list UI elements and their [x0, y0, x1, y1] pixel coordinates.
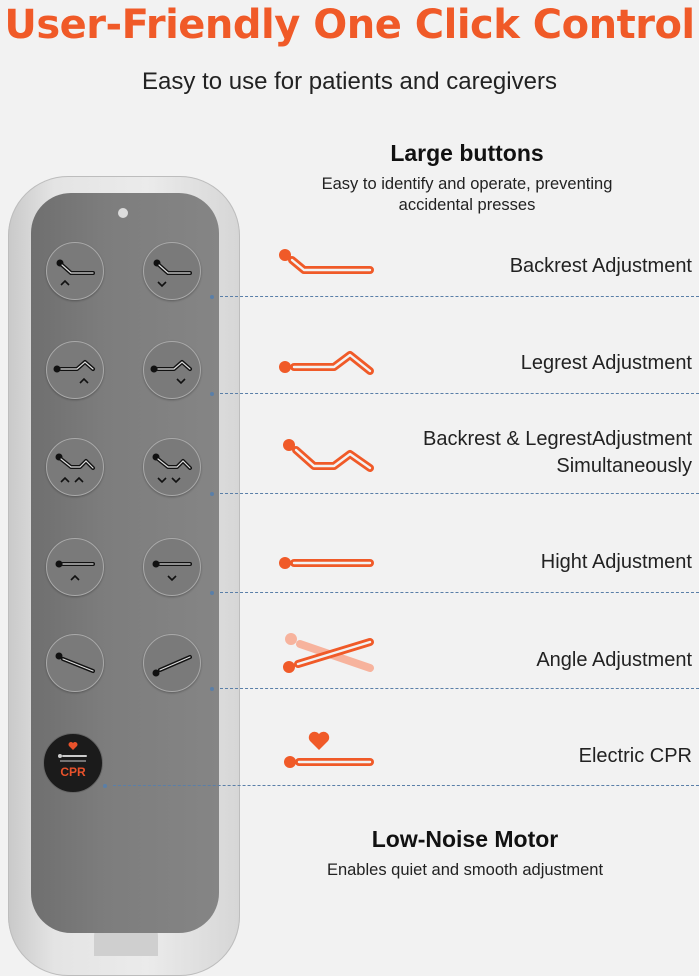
leader-line: [220, 688, 699, 689]
leader-line: [113, 785, 699, 786]
page-subtitle: Easy to use for patients and caregivers: [142, 68, 557, 95]
leader-line: [220, 493, 699, 494]
height-down-icon: [152, 560, 192, 582]
height-down-button[interactable]: [143, 538, 201, 596]
backrest-down-button[interactable]: [143, 242, 201, 300]
feature-label-cpr: Electric CPR: [578, 745, 692, 767]
backrest-legrest-up-icon: [55, 453, 95, 483]
height-icon: [279, 557, 374, 569]
backrest-up-button[interactable]: [46, 242, 104, 300]
cpr-button[interactable]: CPR: [43, 733, 103, 793]
leader-dot: [210, 591, 214, 595]
motor-title: Low-Noise Motor: [371, 826, 559, 852]
angle-icon: [283, 633, 374, 673]
leader-dot: [210, 492, 214, 496]
leader-dot: [210, 687, 214, 691]
tilt-down-icon: [55, 652, 95, 673]
tilt-up-icon: [152, 655, 192, 677]
large-buttons-title: Large buttons: [390, 140, 544, 166]
backrest-legrest-up-button[interactable]: [46, 438, 104, 496]
cpr-heart-icon: [284, 731, 374, 768]
legrest-up-button[interactable]: [46, 341, 104, 399]
backrest-legrest-icon: [283, 439, 374, 472]
backrest-up-icon: [56, 259, 95, 286]
feature-label-height: Hight Adjustment: [540, 551, 692, 573]
backrest-icon: [279, 249, 374, 274]
height-up-button[interactable]: [46, 538, 104, 596]
cpr-button-icon: [58, 742, 87, 762]
feature-label-legrest: Legrest Adjustment: [520, 352, 692, 374]
height-up-icon: [55, 560, 95, 581]
legrest-icon: [279, 351, 374, 375]
feature-label-both-1: Backrest & LegrestAdjustment: [422, 428, 692, 450]
leader-dot: [210, 295, 214, 299]
angle-down-button[interactable]: [46, 634, 104, 692]
feature-label-both-2: Simultaneously: [556, 455, 692, 477]
large-buttons-description-2: accidental presses: [398, 196, 536, 214]
leader-line: [220, 296, 699, 297]
indicator-led: [118, 208, 128, 218]
angle-up-button[interactable]: [143, 634, 201, 692]
legrest-down-icon: [150, 360, 192, 385]
legrest-down-button[interactable]: [143, 341, 201, 399]
feature-label-angle: Angle Adjustment: [536, 649, 692, 671]
backrest-legrest-down-button[interactable]: [143, 438, 201, 496]
page-title: User-Friendly One Click Control: [4, 2, 695, 48]
leader-dot: [210, 392, 214, 396]
legrest-up-icon: [53, 360, 95, 384]
feature-label-backrest: Backrest Adjustment: [509, 255, 692, 277]
backrest-down-icon: [153, 259, 192, 288]
leader-dot: [103, 784, 107, 788]
leader-line: [220, 393, 699, 394]
motor-description: Enables quiet and smooth adjustment: [326, 861, 604, 879]
large-buttons-description-1: Easy to identify and operate, preventing: [321, 175, 613, 193]
cpr-button-label: CPR: [60, 765, 86, 779]
leader-line: [220, 592, 699, 593]
backrest-legrest-down-icon: [152, 453, 192, 484]
